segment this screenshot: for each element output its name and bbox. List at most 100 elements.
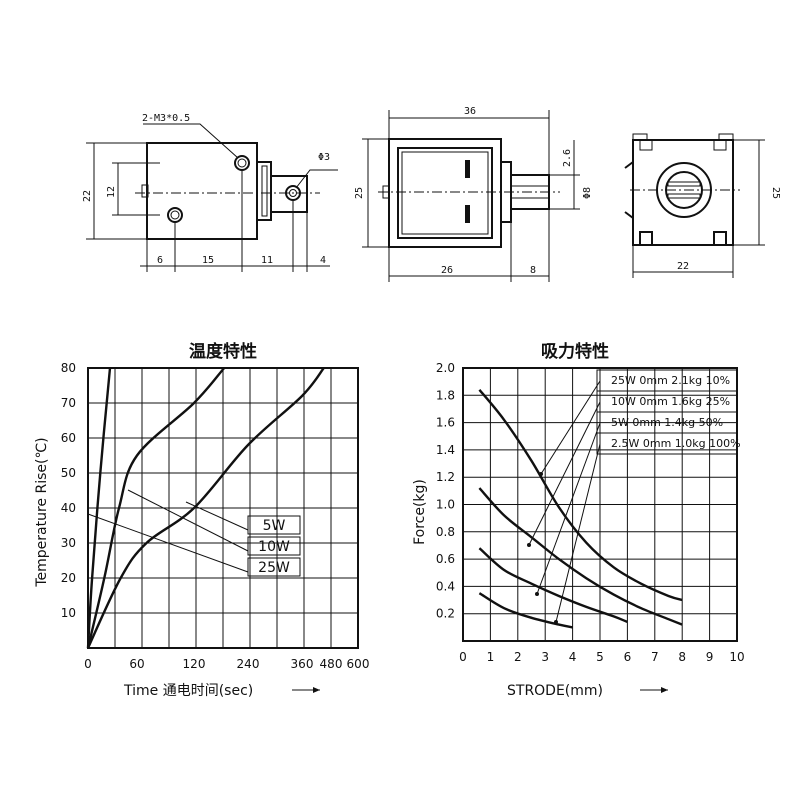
force-y-tick: 0.2 <box>436 607 455 621</box>
temp-legend-box <box>247 536 301 556</box>
force-x-tick: 9 <box>706 650 714 664</box>
force-pointer-tip <box>539 472 543 476</box>
dim-4: 4 <box>320 255 326 266</box>
force-grid <box>462 367 738 642</box>
temp-grid <box>87 367 359 649</box>
end-view: 22 25 <box>624 133 781 278</box>
hole-spacing-dim: 12 <box>106 186 117 198</box>
force-curves <box>478 389 683 629</box>
temp-legend-label: 25W <box>258 560 290 576</box>
side-body-outline <box>146 142 258 240</box>
side-flange-inner <box>261 165 268 217</box>
force-x-tick: 10 <box>729 650 744 664</box>
force-legend-label: 2.5W 0mm 1.0kg 100% <box>611 437 741 450</box>
temp-legend-pointer <box>185 501 249 531</box>
temp-legend-box <box>247 557 301 577</box>
force-legend-label: 10W 0mm 1.6kg 25% <box>611 395 730 408</box>
force-legend-label: 25W 0mm 2.1kg 10% <box>611 374 730 387</box>
temp-y-tick: 40 <box>61 501 76 515</box>
force-legend-pointer <box>536 422 601 595</box>
end-slot <box>639 139 653 151</box>
force-x-tick: 3 <box>541 650 549 664</box>
side-flange <box>256 161 272 221</box>
front-frame-outer <box>388 138 502 248</box>
force-legend-pointer <box>528 401 601 546</box>
force-pointer-tip <box>527 543 531 547</box>
temp-legend-box <box>247 515 301 535</box>
temp-legend-pointer <box>87 513 249 573</box>
temp-x-tick: 120 <box>183 657 206 671</box>
end-foot <box>713 231 727 246</box>
temp-legend-pointer <box>127 489 249 552</box>
end-clip <box>667 181 701 199</box>
temp-x-tick: 60 <box>129 657 144 671</box>
end-terminals <box>624 161 634 219</box>
front-height-dim: 25 <box>354 187 365 199</box>
force-y-tick: 1.0 <box>436 498 455 512</box>
temp-y-tick: 70 <box>61 396 76 410</box>
force-x-tick: 4 <box>569 650 577 664</box>
force-y-tick: 1.8 <box>436 388 455 402</box>
temp-y-tick: 10 <box>61 606 76 620</box>
temp-x-tick: 360 <box>291 657 314 671</box>
height-dim: 22 <box>82 190 93 202</box>
temp-x-ticks: 0 60 120 240 360 480 600 <box>84 657 369 671</box>
temp-y-tick: 60 <box>61 431 76 445</box>
temp-legend-label: 10W <box>258 539 290 555</box>
temp-x-tick: 600 <box>347 657 370 671</box>
force-y-tick: 2.0 <box>436 361 455 375</box>
side-view: 2-M3*0.5 Φ3 22 12 6 15 11 4 <box>82 113 338 272</box>
end-top-ears <box>632 133 734 140</box>
front-view: 36 25 2.6 Φ8 26 8 <box>354 106 593 282</box>
temp-curves <box>86 367 325 649</box>
front-slot-bottom <box>465 205 470 223</box>
side-tab <box>270 175 308 213</box>
front-frame-inner <box>397 147 493 239</box>
end-width-dim: 22 <box>677 261 689 272</box>
force-x-tick: 5 <box>596 650 604 664</box>
dim-11: 11 <box>261 255 273 266</box>
force-x-tick: 2 <box>514 650 522 664</box>
force-y-ticks: 0.20.40.60.81.01.21.41.61.82.0 <box>436 361 455 621</box>
force-y-tick: 1.6 <box>436 416 455 430</box>
force-x-tick: 6 <box>624 650 632 664</box>
temp-x-tick: 0 <box>84 657 92 671</box>
end-height-dim: 25 <box>770 187 781 199</box>
temp-x-tick: 240 <box>237 657 260 671</box>
front-coil <box>401 151 489 235</box>
force-curve-0 <box>478 389 683 602</box>
force-curve-3 <box>478 592 573 629</box>
force-x-arrowhead <box>661 687 668 693</box>
force-x-tick: 7 <box>651 650 659 664</box>
force-y-tick: 1.2 <box>436 470 455 484</box>
temp-y-tick: 20 <box>61 571 76 585</box>
temp-y-tick: 50 <box>61 466 76 480</box>
tab-hole-inner <box>289 189 297 197</box>
side-stub <box>141 184 149 198</box>
shaft-dia-dim: Φ8 <box>582 187 593 199</box>
force-pointer-tip <box>554 620 558 624</box>
force-x-tick: 0 <box>459 650 467 664</box>
force-legend: 25W 0mm 2.1kg 10%10W 0mm 1.6kg 25%5W 0mm… <box>527 369 741 624</box>
force-plot-frame <box>462 367 738 642</box>
temp-curve-25W <box>86 367 112 649</box>
hole-dia-label: Φ3 <box>318 152 330 163</box>
plunger-len-dim: 8 <box>530 265 536 276</box>
upper-screw-hole <box>234 155 250 171</box>
body-len-dim: 26 <box>441 265 453 276</box>
temp-x-tick: 480 <box>320 657 343 671</box>
temp-y-tick: 30 <box>61 536 76 550</box>
force-x-label: STRODE(mm) <box>507 683 603 699</box>
force-legend-pointer <box>555 443 601 623</box>
force-y-tick: 0.8 <box>436 525 455 539</box>
upper-screw-hole-inner <box>237 158 247 168</box>
temp-x-arrowhead <box>313 687 320 693</box>
force-x-tick: 1 <box>487 650 495 664</box>
force-chart-title: 吸力特性 <box>541 341 609 362</box>
hole-leader <box>295 169 338 189</box>
